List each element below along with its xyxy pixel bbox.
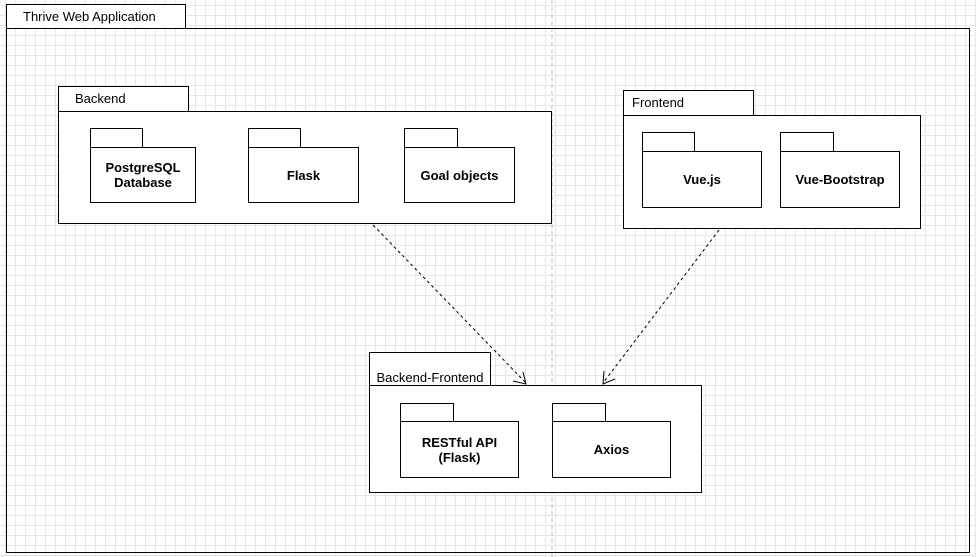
system-frame — [6, 28, 970, 553]
goal-objects-label: Goal objects — [420, 167, 499, 183]
vuejs-label: Vue.js — [683, 172, 721, 187]
axios-component-tab — [552, 403, 606, 422]
backend-package-tab: Backend — [58, 86, 189, 112]
axios-component: Axios — [552, 421, 671, 478]
vue-bootstrap-label: Vue-Bootstrap — [795, 172, 885, 187]
postgresql-component: PostgreSQL Database — [90, 147, 196, 203]
frontend-package-label: Frontend — [632, 95, 685, 110]
system-title: Thrive Web Application — [23, 9, 156, 24]
vuejs-component-tab — [642, 132, 695, 152]
postgresql-label: PostgreSQL Database — [105, 160, 181, 190]
goal-objects-component-tab — [404, 128, 458, 148]
restful-api-label: RESTful API (Flask) — [421, 434, 498, 465]
vuejs-component: Vue.js — [642, 151, 762, 208]
postgresql-component-tab — [90, 128, 143, 148]
backend-package-label: Backend — [75, 91, 126, 106]
restful-api-component-tab — [400, 403, 454, 422]
frontend-package-tab: Frontend — [623, 90, 754, 116]
vue-bootstrap-component-tab — [780, 132, 834, 152]
integration-package-tab: Backend-Frontend Integration — [369, 352, 491, 400]
flask-label: Flask — [286, 167, 321, 183]
vue-bootstrap-component: Vue-Bootstrap — [780, 151, 900, 208]
axios-label: Axios — [593, 442, 630, 457]
system-title-tab: Thrive Web Application — [6, 4, 186, 29]
flask-component-tab — [248, 128, 301, 148]
flask-component: Flask — [248, 147, 359, 203]
goal-objects-component: Goal objects — [404, 147, 515, 203]
restful-api-component: RESTful API (Flask) — [400, 421, 519, 478]
